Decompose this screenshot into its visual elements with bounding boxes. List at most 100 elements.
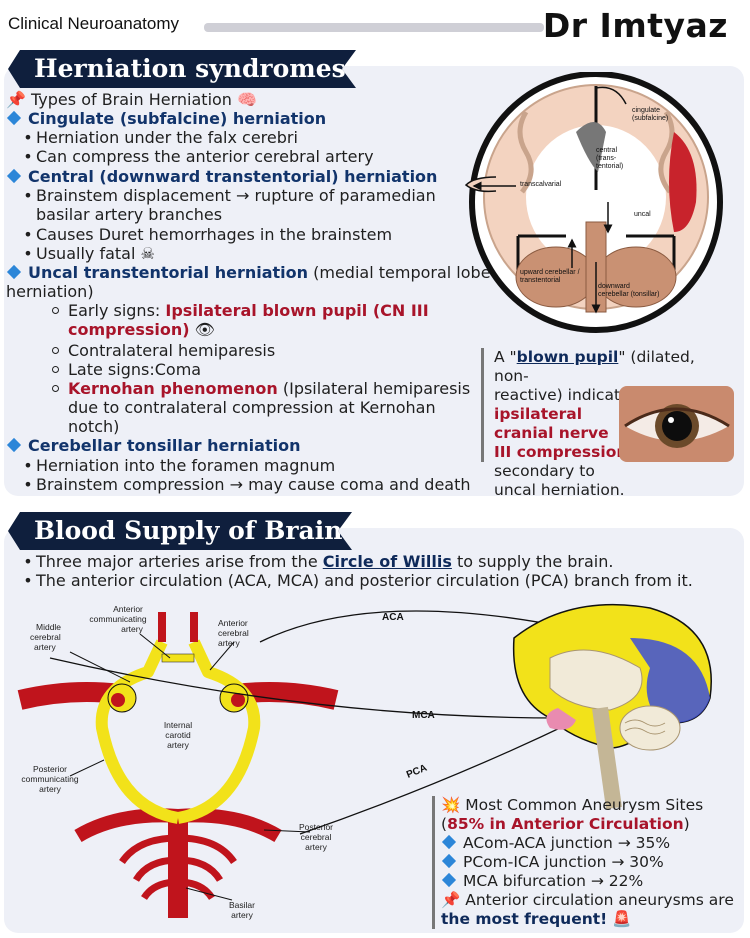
diamond-bullet-icon [6,437,22,453]
list-item-continuation: notch) [68,417,120,436]
ventricle [576,122,606,172]
aneurysm-note: 📌 Anterior circulation aneurysms are [441,891,734,909]
aca-territory-label: ACA [382,612,404,623]
list-item: Kernohan phenomenon (Ipsilateral hemipar… [50,379,470,398]
brain-icon: 🧠 [237,90,257,109]
diamond-bullet-icon [441,834,457,850]
diamond-bullet-icon [6,264,22,280]
svg-text:carotid: carotid [165,730,191,740]
svg-text:upward cerebellar /: upward cerebellar / [520,269,580,276]
types-heading-line: 📌 Types of Brain Herniation 🧠 [6,90,257,109]
aneurysm-note-bold: the most frequent! 🚨 [441,910,632,928]
list-item: Late signs:Coma [50,360,201,379]
list-item: •Herniation into the foramen magnum [23,456,336,475]
list-item: ACom-ACA junction → 35% [441,834,732,853]
white-matter [526,125,666,269]
svg-text:downward: downward [598,283,630,290]
svg-text:artery: artery [39,784,61,794]
list-item: •The anterior circulation (ACA, MCA) and… [23,571,693,590]
svg-text:cingulate: cingulate [632,107,660,114]
list-item: •Can compress the anterior cerebral arte… [23,147,374,166]
mca-artery-label: Middle cerebral artery [30,622,61,652]
svg-text:cerebellar (tonsillar): cerebellar (tonsillar) [598,291,659,298]
svg-text:Posterior: Posterior [299,822,333,832]
list-item: •Brainstem compression → may cause coma … [23,475,471,494]
blown-pupil-text: A "blown pupil" (dilated, non- reactive)… [494,348,695,499]
pcom-label: Posterior communicating artery [21,764,78,794]
svg-text:artery: artery [34,642,56,652]
svg-text:communicating: communicating [89,614,146,624]
cerebellum-right [595,246,677,308]
svg-text:artery: artery [231,910,253,920]
svg-text:Middle: Middle [36,622,61,632]
svg-text:Anterior: Anterior [218,618,248,628]
list-item-continuation: due to contralateral compression at Kern… [68,398,436,417]
list-item: Contralateral hemiparesis [50,341,275,360]
mca-territory-label: MCA [412,710,435,721]
acom-label: Anterior communicating artery [89,604,146,634]
svg-text:tentorial): tentorial) [596,163,623,170]
list-item: Early signs: Ipsilateral blown pupil (CN… [50,301,429,320]
pin-icon: 📌 [6,90,26,109]
svg-text:transcalvarial: transcalvarial [520,181,562,188]
aneurysm-percentage: (85% in Anterior Circulation) [441,815,690,833]
list-item: •Herniation under the falx cerebri [23,128,298,147]
list-item: •Brainstem displacement → rupture of par… [23,186,436,205]
skull-icon: ☠ [140,244,155,263]
svg-text:transtentorial: transtentorial [520,277,561,284]
svg-text:Internal: Internal [164,720,192,730]
aca-artery-label: Anterior cerebral artery [218,618,249,648]
svg-text:Basilar: Basilar [229,900,255,910]
svg-text:cerebral: cerebral [301,832,332,842]
subject-title: Clinical Neuroanatomy [8,14,180,33]
uncal-heading-cont: herniation) [6,282,94,301]
list-item-continuation: basilar artery branches [36,205,223,224]
burst-icon: 💥 [441,796,461,814]
alarm-icon: 🚨 [612,910,632,928]
svg-text:Anterior: Anterior [113,604,143,614]
pca-artery-label: Posterior cerebral artery [299,822,333,852]
dilated-eye-photo [619,386,734,462]
aneurysm-heading: 💥 Most Common Aneurysm Sites [441,796,704,814]
svg-text:central: central [596,147,617,154]
herniation-title: Herniation syndromes [8,50,356,88]
header-divider [204,23,544,32]
svg-text:(trans-: (trans- [596,155,617,162]
circle-of-willis-ring [95,639,261,824]
author-name: Dr Imtyaz [542,6,728,45]
uncal-heading: Uncal transtentorial herniation (medial … [6,263,491,282]
svg-text:artery: artery [305,842,327,852]
eye-icon: 👁 [194,320,215,339]
pin-icon: 📌 [441,891,461,909]
list-item-continuation: compression) 👁 [68,320,215,339]
circle-of-willis-diagram: Anterior communicating artery Middle cer… [17,603,712,920]
list-item: •Three major arteries arise from the Cir… [23,552,614,571]
hemorrhage [669,132,697,232]
blood-supply-title: Blood Supply of Brain [8,512,352,550]
ica-label: Internal carotid artery [164,720,192,750]
svg-text:artery: artery [121,624,143,634]
svg-text:artery: artery [218,638,240,648]
svg-text:uncal: uncal [634,211,651,218]
brain-territory-illustration [512,603,712,810]
central-heading: Central (downward transtentorial) hernia… [6,167,437,186]
svg-text:cerebral: cerebral [218,628,249,638]
tonsillar-heading: Cerebellar tonsillar herniation [6,436,300,455]
svg-text:(subfalcine): (subfalcine) [632,115,668,122]
list-item: MCA bifurcation → 22% [441,872,732,891]
cingulate-heading: Cingulate (subfalcine) herniation [6,109,326,128]
diamond-bullet-icon [6,168,22,184]
herniation-diagram: cingulate (subfalcine) central (trans- t… [464,72,723,333]
svg-text:artery: artery [167,740,189,750]
blown-pupil-callout: A "blown pupil" (dilated, non- reactive)… [481,348,734,499]
diamond-bullet-icon [441,853,457,869]
list-item: •Usually fatal ☠ [23,244,155,263]
basilar-label: Basilar artery [229,900,255,920]
svg-text:communicating: communicating [21,774,78,784]
diamond-bullet-icon [6,110,22,126]
diamond-bullet-icon [441,872,457,888]
list-item: PCom-ICA junction → 30% [441,853,732,872]
list-item: •Causes Duret hemorrhages in the brainst… [23,225,393,244]
svg-text:cerebral: cerebral [30,632,61,642]
svg-text:Posterior: Posterior [33,764,67,774]
